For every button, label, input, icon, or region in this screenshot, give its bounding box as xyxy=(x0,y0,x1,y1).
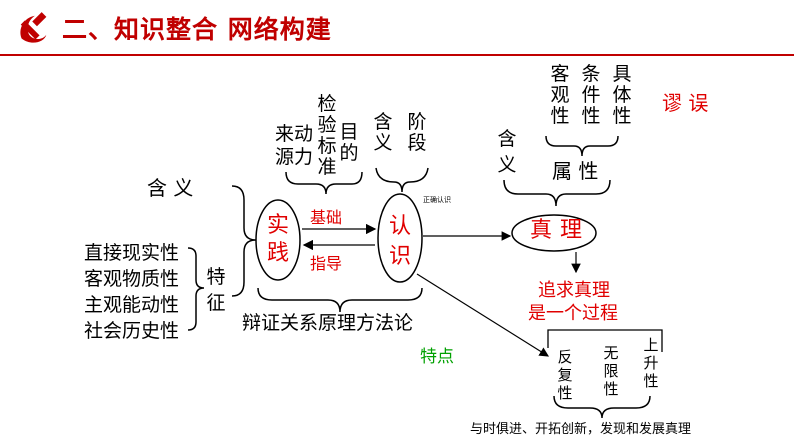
feature-item: 主观能动性 xyxy=(84,294,180,316)
practice-top-brace xyxy=(285,171,363,195)
cognition-stage: 阶段 xyxy=(407,111,427,154)
basis-label: 基础 xyxy=(310,208,343,227)
pursuit-process: 是一个过程 xyxy=(528,303,618,324)
truth-ellipse xyxy=(511,214,597,252)
attribute-conditional: 条件性 xyxy=(581,63,601,127)
cognition-node: 认识 xyxy=(388,214,411,269)
feature-item: 客观物质性 xyxy=(84,268,180,290)
truth-meaning: 含义 xyxy=(497,128,517,176)
trait-ascending: 上升性 xyxy=(643,336,659,390)
dialectic-brace xyxy=(257,287,423,313)
traits-top-line xyxy=(547,329,663,352)
role-standard: 检验标准 xyxy=(317,93,337,178)
practice-left-brace xyxy=(231,185,257,297)
characteristics-label: 特点 xyxy=(420,347,454,367)
fallacy-label: 谬 误 xyxy=(662,91,709,115)
header-divider xyxy=(0,54,794,56)
cognition-meaning: 含义 xyxy=(373,111,393,154)
hammer-sickle-icon xyxy=(20,12,47,43)
role-motive: 来动 xyxy=(275,123,314,145)
correct-cognition-label: 正确认识 xyxy=(423,196,451,204)
truth-attribute-label: 属 性 xyxy=(552,159,599,183)
practice-meaning: 含 义 xyxy=(147,176,194,200)
pursuit-truth: 追求真理 xyxy=(538,280,610,301)
cognition-top-brace xyxy=(375,167,429,193)
truth-top-brace xyxy=(503,179,611,207)
role-purpose: 目的 xyxy=(339,121,359,164)
trait-repetitive: 反复性 xyxy=(557,348,573,402)
guide-label: 指导 xyxy=(310,254,343,273)
truth-node: 真理 xyxy=(530,218,591,243)
role-source: 源力 xyxy=(275,146,314,168)
cognition-ellipse xyxy=(377,193,423,283)
conclusion-text: 与时俱进、开拓创新，发现和发展真理 xyxy=(470,422,692,437)
practice-node: 实践 xyxy=(266,213,289,266)
cognition-process-arrow xyxy=(416,273,550,357)
attribute-brace xyxy=(545,135,619,157)
features-brace xyxy=(187,247,205,331)
dialectic-label: 辩证关系原理方法论 xyxy=(242,312,414,334)
feature-item: 社会历史性 xyxy=(84,320,180,342)
traits-bottom-brace xyxy=(553,395,651,419)
attribute-objective: 客观性 xyxy=(550,63,570,127)
attribute-concrete: 具体性 xyxy=(612,63,632,127)
trait-infinite: 无限性 xyxy=(603,344,619,398)
features-label: 特征 xyxy=(206,266,226,314)
page-title: 二、知识整合 网络构建 xyxy=(62,15,332,44)
feature-item: 直接现实性 xyxy=(84,242,180,264)
